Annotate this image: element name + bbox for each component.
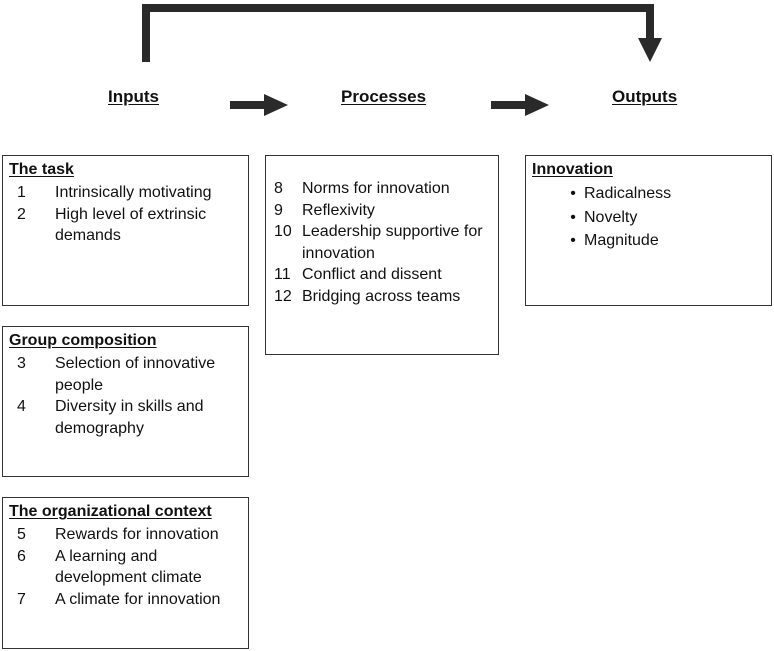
item-number: 3 <box>17 355 26 372</box>
item-text: Radicalness <box>584 185 672 202</box>
task-box: The task 1 Intrinsically motivating 2 Hi… <box>2 155 249 306</box>
item-number: 5 <box>17 526 26 543</box>
inputs-to-processes-arrow-shaft <box>230 101 268 109</box>
item-number: 7 <box>17 590 26 608</box>
list-item: 11 Conflict and dissent <box>272 264 492 286</box>
list-item: 5 Rewards for innovation <box>9 524 242 546</box>
outputs-heading: Outputs <box>612 87 678 106</box>
item-number: 1 <box>17 184 26 201</box>
innovation-box-title: Innovation <box>532 161 613 178</box>
item-text: Bridging across teams <box>302 287 461 305</box>
list-item: • Magnitude <box>532 229 765 253</box>
item-text: Reflexivity <box>302 201 375 219</box>
group-composition-box: Group composition 3 Selection of innovat… <box>2 326 249 477</box>
group-composition-box-title: Group composition <box>9 332 157 349</box>
list-item: 8 Norms for innovation <box>272 178 492 200</box>
item-text: Selection of innovative people <box>55 355 216 394</box>
item-text: Conflict and dissent <box>302 266 442 283</box>
processes-heading: Processes <box>341 87 427 106</box>
organizational-context-box: The organizational context 5 Rewards for… <box>2 497 249 649</box>
list-item: • Radicalness <box>532 182 765 206</box>
item-number: 4 <box>17 398 26 415</box>
item-text: A learning and development climate <box>55 547 202 587</box>
item-number: 11 <box>274 266 291 283</box>
list-item: 4 Diversity in skills and demography <box>9 396 242 439</box>
bullet-icon: • <box>570 185 576 202</box>
item-text: Leadership supportive for innovation <box>302 223 483 262</box>
item-number: 12 <box>274 287 292 305</box>
item-text: High level of extrinsic demands <box>55 205 207 245</box>
organizational-context-box-title: The organizational context <box>9 503 212 520</box>
item-text: Magnitude <box>584 232 659 249</box>
item-text: Diversity in skills and demography <box>55 398 204 437</box>
list-item: 6 A learning and development climate <box>9 546 242 589</box>
feedback-arrow-line <box>142 4 654 62</box>
bullet-icon: • <box>570 208 576 226</box>
list-item: 10 Leadership supportive for innovation <box>272 221 492 264</box>
item-text: Intrinsically motivating <box>55 184 212 201</box>
bullet-icon: • <box>570 232 576 249</box>
list-item: 9 Reflexivity <box>272 200 492 222</box>
item-text: Novelty <box>584 208 638 226</box>
item-number: 9 <box>274 201 283 219</box>
inputs-to-processes-arrow-head <box>264 94 288 116</box>
item-text: Rewards for innovation <box>55 526 219 543</box>
list-item: 12 Bridging across teams <box>272 286 492 308</box>
processes-to-outputs-arrow-head <box>525 94 549 116</box>
inputs-heading: Inputs <box>108 87 159 106</box>
processes-box: 8 Norms for innovation 9 Reflexivity 10 … <box>265 155 499 355</box>
processes-to-outputs-arrow-shaft <box>491 101 529 109</box>
list-item: 2 High level of extrinsic demands <box>9 204 242 247</box>
item-number: 10 <box>274 223 292 240</box>
list-item: 7 A climate for innovation <box>9 589 242 611</box>
item-number: 6 <box>17 547 26 565</box>
list-item: 1 Intrinsically motivating <box>9 182 242 204</box>
list-item: 3 Selection of innovative people <box>9 353 242 396</box>
item-text: Norms for innovation <box>302 180 450 197</box>
outputs-box: Innovation • Radicalness • Novelty • Mag… <box>525 155 772 306</box>
item-number: 8 <box>274 180 283 197</box>
task-box-title: The task <box>9 161 74 178</box>
item-number: 2 <box>17 205 26 223</box>
list-item: • Novelty <box>532 206 765 230</box>
item-text: A climate for innovation <box>55 590 221 608</box>
feedback-arrow-head <box>638 38 662 62</box>
